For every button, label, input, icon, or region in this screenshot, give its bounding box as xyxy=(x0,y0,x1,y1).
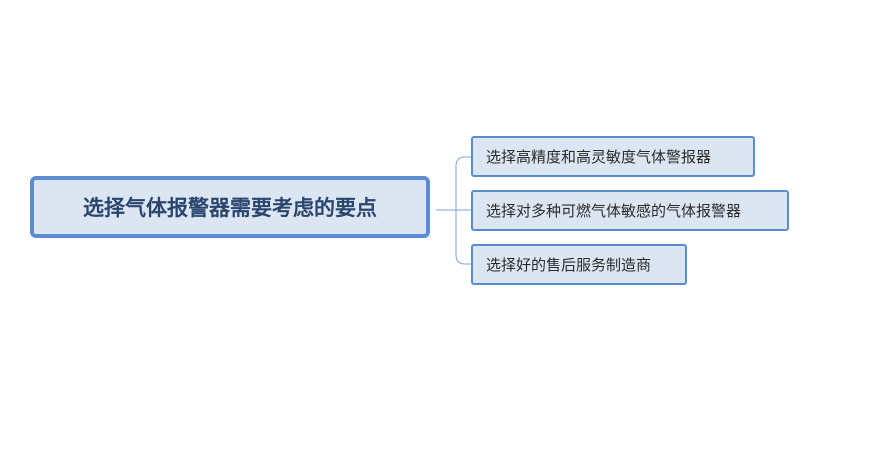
branch-topic-label: 选择高精度和高灵敏度气体警报器 xyxy=(486,148,712,166)
branch-topic-label: 选择对多种可燃气体敏感的气体报警器 xyxy=(486,202,742,220)
root-topic[interactable]: 选择气体报警器需要考虑的要点 xyxy=(30,176,430,238)
branch-topic-label: 选择好的售后服务制造商 xyxy=(486,256,652,274)
connector-branch-3 xyxy=(455,210,471,265)
branch-topic-multi-gas[interactable]: 选择对多种可燃气体敏感的气体报警器 xyxy=(471,190,789,231)
branch-topic-after-sales[interactable]: 选择好的售后服务制造商 xyxy=(471,244,687,285)
branch-topic-high-precision[interactable]: 选择高精度和高灵敏度气体警报器 xyxy=(471,136,755,177)
connector-branch-1 xyxy=(455,156,471,210)
root-topic-label: 选择气体报警器需要考虑的要点 xyxy=(83,196,377,220)
